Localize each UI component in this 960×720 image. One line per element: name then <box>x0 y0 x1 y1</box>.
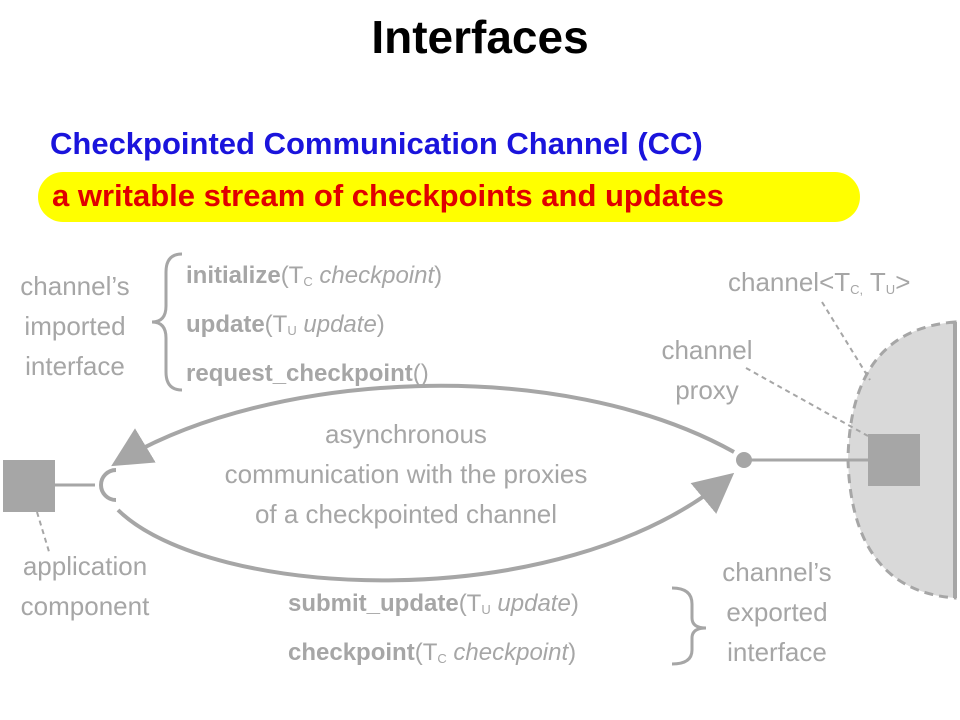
communication-label: asynchronous communication with the prox… <box>224 419 588 529</box>
exported-interface-label: channel’s exported interface <box>722 557 832 667</box>
tagline: a writable stream of checkpoints and upd… <box>52 178 724 213</box>
imported-methods: initialize(TC checkpoint) update(TU upda… <box>186 254 442 395</box>
exported-interface-brace <box>671 586 707 666</box>
channel-proxy-box <box>868 434 920 486</box>
imported-interface-brace <box>151 252 183 392</box>
method-checkpoint: checkpoint(TC checkpoint) <box>288 639 577 666</box>
channel-proxy-label: channel proxy <box>661 335 753 405</box>
leader-channel-type <box>821 301 871 381</box>
application-component-box <box>3 460 55 512</box>
page-title: Interfaces <box>371 11 589 63</box>
arrow-to-application <box>111 383 735 467</box>
tagline-highlight <box>38 172 860 222</box>
method-update: update(TU update) <box>186 311 385 338</box>
arrow-to-channel <box>116 472 735 583</box>
exported-interface-ball <box>736 452 752 468</box>
exported-methods: submit_update(TU update) checkpoint(TC c… <box>288 582 579 680</box>
subtitle: Checkpointed Communication Channel (CC) <box>50 126 703 161</box>
method-request-checkpoint: request_checkpoint() <box>186 360 429 387</box>
imported-interface-socket <box>99 468 117 502</box>
method-submit-update: submit_update(TU update) <box>288 590 579 617</box>
application-component-label: application component <box>20 551 150 621</box>
imported-interface-label: channel’s imported interface <box>20 271 130 381</box>
channel-type-label: channel<TC, TU> <box>728 267 911 297</box>
method-initialize: initialize(TC checkpoint) <box>186 262 443 289</box>
leader-application-component <box>36 511 51 556</box>
